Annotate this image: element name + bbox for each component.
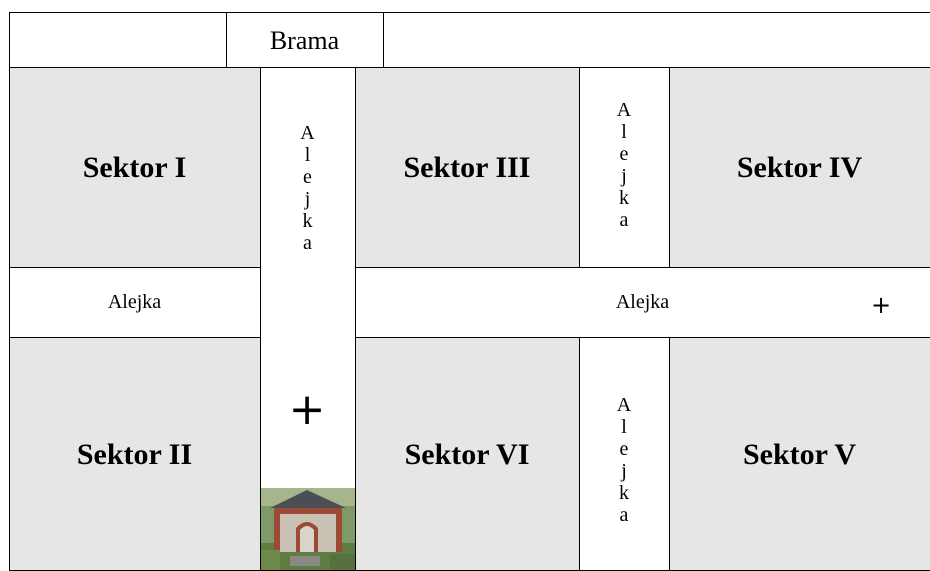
gate-label: Brama — [270, 26, 339, 56]
cross-small-icon: + — [866, 290, 896, 320]
sector-5: Sektor V — [669, 338, 930, 571]
alley-letter: e — [620, 438, 629, 460]
alley-letter: a — [620, 504, 629, 526]
alley-vertical-lower-right: A l e j k a — [579, 338, 669, 571]
sector-4: Sektor IV — [669, 68, 930, 267]
alley-letter: A — [617, 394, 631, 416]
divider — [9, 67, 930, 68]
alley-vertical-upper-right: A l e j k a — [579, 68, 669, 267]
alley-horizontal-left-label: Alejka — [108, 291, 161, 314]
alley-horizontal-left: Alejka — [9, 267, 260, 338]
alley-letter: l — [621, 121, 627, 143]
alley-letter: k — [619, 187, 629, 209]
chapel-photo-icon — [260, 488, 355, 571]
divider — [669, 67, 670, 267]
alley-letter: a — [620, 209, 629, 231]
divider — [9, 267, 260, 268]
alley-letter: l — [305, 144, 311, 166]
divider — [355, 337, 930, 338]
alley-letter: e — [303, 166, 312, 188]
alley-letter: l — [621, 416, 627, 438]
sector-1-label: Sektor I — [83, 151, 187, 185]
alley-vertical-upper-right-label: A l e j k a — [617, 99, 631, 231]
alley-horizontal-right: Alejka — [355, 267, 930, 338]
divider — [9, 12, 10, 571]
alley-vertical-lower-right-label: A l e j k a — [617, 394, 631, 526]
divider — [9, 12, 930, 13]
chapel-image — [260, 488, 355, 571]
alley-letter: k — [302, 210, 312, 232]
divider — [9, 337, 260, 338]
divider — [579, 337, 580, 571]
divider — [355, 267, 930, 268]
alley-horizontal-right-label: Alejka — [616, 291, 669, 314]
sector-2-label: Sektor II — [77, 438, 192, 472]
alley-letter: A — [300, 122, 314, 144]
alley-letter: a — [303, 232, 312, 254]
divider — [226, 12, 227, 68]
gate-cell: Brama — [226, 13, 383, 68]
sector-3: Sektor III — [355, 68, 579, 267]
sector-6-label: Sektor VI — [405, 438, 530, 472]
sector-5-label: Sektor V — [743, 438, 856, 472]
divider — [579, 67, 580, 267]
alley-letter: e — [620, 143, 629, 165]
alley-letter: j — [621, 460, 627, 482]
cross-large-icon: + — [282, 385, 332, 435]
divider — [669, 337, 670, 571]
sector-2: Sektor II — [9, 338, 260, 571]
alley-letter: k — [619, 482, 629, 504]
alley-letter: j — [621, 165, 627, 187]
divider — [355, 67, 356, 571]
alley-letter: j — [305, 188, 311, 210]
alley-letter: A — [617, 99, 631, 121]
divider — [383, 12, 384, 68]
sector-4-label: Sektor IV — [737, 151, 862, 185]
sector-1: Sektor I — [9, 68, 260, 267]
sector-3-label: Sektor III — [404, 151, 531, 185]
divider — [260, 67, 261, 571]
sector-6: Sektor VI — [355, 338, 579, 571]
alley-vertical-main-label: A l e j k a — [300, 122, 314, 254]
